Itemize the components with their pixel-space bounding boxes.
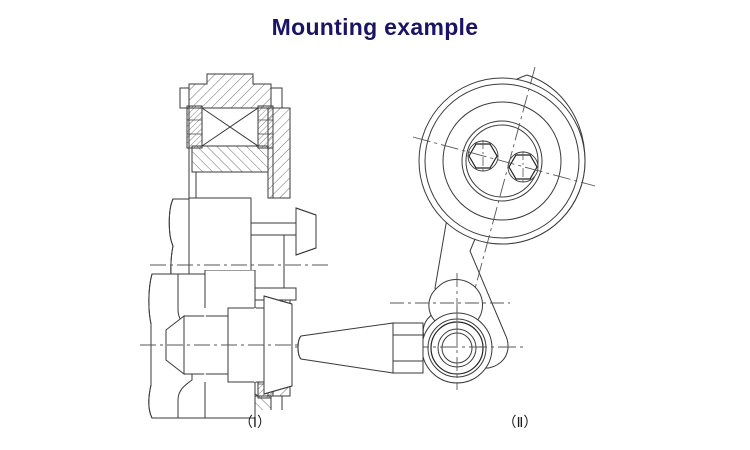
tapered-shaft <box>297 322 394 374</box>
bearing-upper <box>179 73 291 199</box>
hub-bolt-right <box>507 151 539 183</box>
page-title: Mounting example <box>271 14 479 40</box>
figure-two-drawing <box>295 55 625 405</box>
pulley-centerline-a <box>412 136 596 187</box>
figure-one-lower-bracket <box>140 270 340 420</box>
mounting-bolt-hex-head <box>295 207 317 256</box>
figure-two-caption: （Ⅱ） <box>502 416 538 431</box>
figure-one-caption: （Ⅰ） <box>238 416 272 431</box>
hex-nut <box>392 322 424 374</box>
